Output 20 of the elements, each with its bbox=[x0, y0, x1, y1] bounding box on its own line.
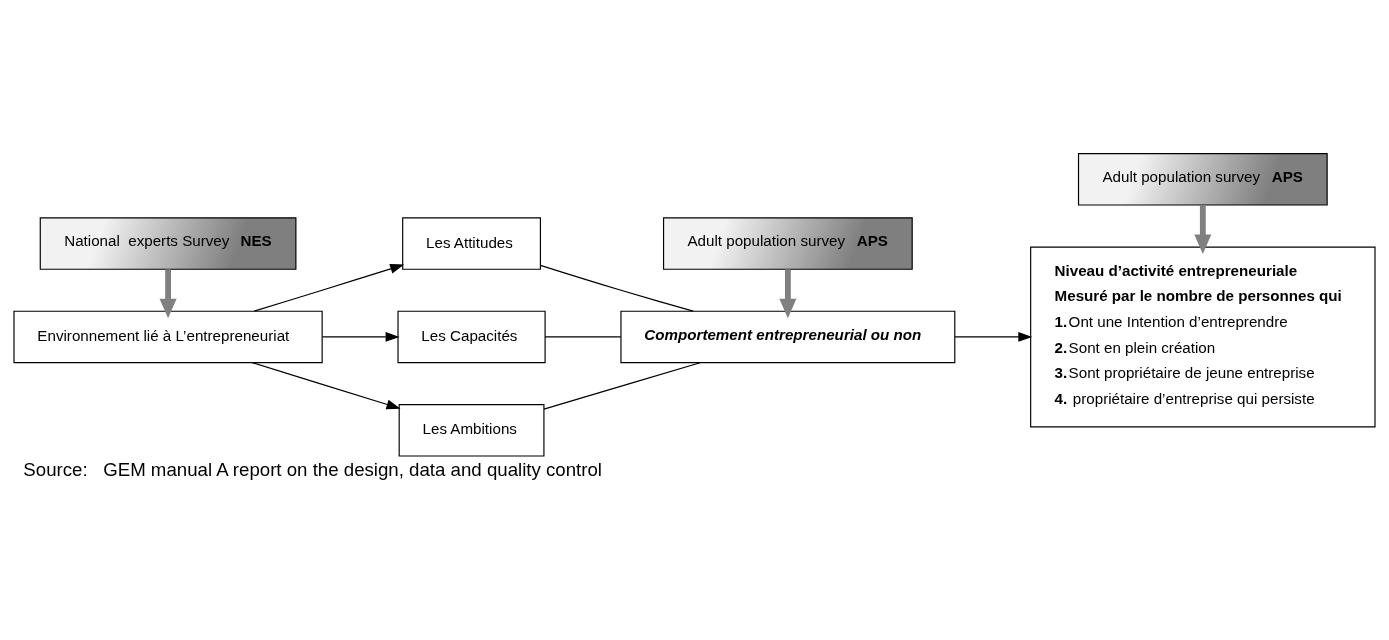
connector bbox=[543, 362, 701, 410]
node-box: Environnement lié à L’entrepreneuriat bbox=[13, 310, 323, 364]
node-box: Les Ambitions bbox=[398, 404, 545, 457]
arrow bbox=[159, 269, 177, 319]
node-box: Niveau d’activité entrepreneuriale Mesuré par le nombre de personnes qui 1.Ont une Intention d’entreprendre 2.Sont en plein création 3.Sont propriétaire de jeune entreprise 4. propriétaire d’entreprise qui persiste bbox=[1030, 246, 1376, 428]
node-box: Les Capacités bbox=[397, 310, 546, 364]
node-box: National experts Survey NES bbox=[39, 217, 297, 270]
node-box: Comportement entrepreneurial ou non bbox=[620, 310, 956, 364]
arrow bbox=[253, 264, 405, 312]
connector bbox=[544, 336, 622, 338]
node-box: Adult population survey APS bbox=[1077, 153, 1328, 206]
arrow bbox=[1194, 205, 1212, 255]
arrow bbox=[954, 332, 1033, 342]
node-box: Adult population survey APS bbox=[663, 217, 913, 270]
arrow bbox=[321, 332, 400, 342]
node-box: Les Attitudes bbox=[402, 217, 541, 270]
arrow bbox=[779, 269, 797, 319]
caption: Source: GEM manual A report on the design, data and quality control bbox=[23, 458, 603, 480]
connector bbox=[539, 264, 694, 312]
arrow bbox=[251, 362, 401, 410]
